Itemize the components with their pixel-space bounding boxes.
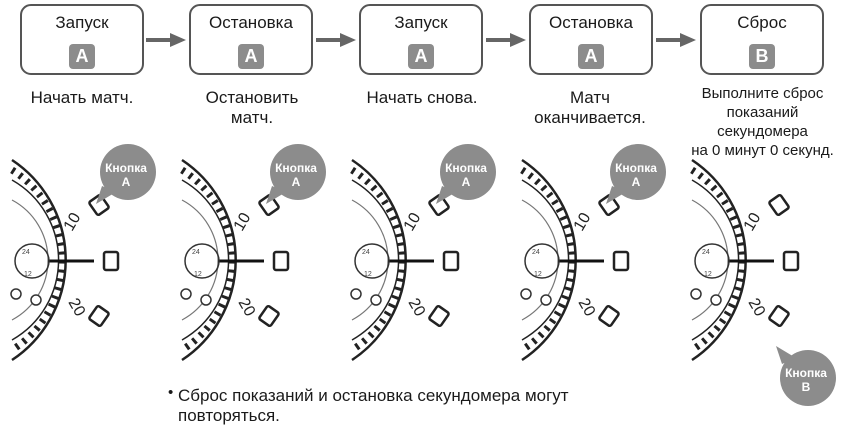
step-start-2: Запуск A <box>359 4 483 75</box>
button-a-key: A <box>69 44 95 69</box>
bezel-label-10: 10 <box>741 210 765 234</box>
button-a-callout: Кнопка A <box>264 142 328 206</box>
dial-label-12: 12 <box>24 271 32 278</box>
step-title: Остановка <box>209 13 293 32</box>
button-b-key: B <box>749 44 775 69</box>
bezel-label-10: 10 <box>571 210 595 234</box>
button-a-key: A <box>578 44 604 69</box>
bezel-label-20: 20 <box>745 296 769 320</box>
dial-label-24: 24 <box>192 249 200 256</box>
watch-illustration: 10 20 24 12 <box>690 158 800 362</box>
bezel-label-20: 20 <box>575 296 599 320</box>
callout-bubble-icon <box>776 346 836 406</box>
button-a-key: A <box>408 44 434 69</box>
callout-label: Кнопка A <box>615 161 657 189</box>
dial-label-12: 12 <box>704 271 712 278</box>
button-a-callout: Кнопка A <box>604 142 668 206</box>
watch-illustration: 10 20 24 12 <box>350 158 460 362</box>
dial-label-24: 24 <box>532 249 540 256</box>
step-caption: Начать снова. <box>366 88 478 107</box>
step-start-1: Запуск A <box>20 4 144 75</box>
step-title: Остановка <box>549 13 633 32</box>
dial-label-24: 24 <box>362 249 370 256</box>
step-caption: Остановить матч. <box>205 88 299 127</box>
bullet-icon: • <box>168 384 174 401</box>
dial-label-24: 24 <box>702 249 710 256</box>
dial-label-24: 24 <box>22 249 30 256</box>
callout-bubble-icon <box>606 144 666 204</box>
bezel-label-20: 20 <box>65 296 89 320</box>
bezel-label-10: 10 <box>231 210 255 234</box>
button-a-callout: Кнопка A <box>434 142 498 206</box>
callout-label: Кнопка A <box>105 161 147 189</box>
button-b-callout: Кнопка B <box>774 344 838 408</box>
watch-illustration: 10 20 24 12 <box>180 158 290 362</box>
bezel-label-20: 20 <box>405 296 429 320</box>
step-title: Запуск <box>394 13 448 32</box>
step-caption: Начать матч. <box>30 88 134 107</box>
arrow-right-icon <box>146 33 186 47</box>
step-stop-2: Остановка A <box>529 4 653 75</box>
step-stop-1: Остановка A <box>189 4 313 75</box>
callout-label: Кнопка A <box>445 161 487 189</box>
callout-bubble-icon <box>436 144 496 204</box>
step-reset: Сброс B <box>700 4 824 75</box>
arrow-right-icon <box>316 33 356 47</box>
callout-bubble-icon <box>266 144 326 204</box>
step-title: Сброс <box>737 13 787 32</box>
step-title: Запуск <box>55 13 109 32</box>
button-a-key: A <box>238 44 264 69</box>
dial-label-12: 12 <box>194 271 202 278</box>
arrow-right-icon <box>486 33 526 47</box>
watch-illustration: 10 20 24 12 <box>520 158 630 362</box>
bezel-label-20: 20 <box>235 296 259 320</box>
callout-label: Кнопка A <box>275 161 317 189</box>
dial-label-12: 12 <box>364 271 372 278</box>
footnote: • Сброс показаний и остановка секундомер… <box>168 384 569 426</box>
step-caption: Матч оканчивается. <box>534 88 646 127</box>
button-a-callout: Кнопка A <box>94 142 158 206</box>
bezel-label-10: 10 <box>401 210 425 234</box>
step-caption: Выполните сброс показаний секундомера на… <box>691 85 834 159</box>
footnote-line: Сброс показаний и остановка секундомера … <box>178 386 569 405</box>
footnote-line: повторяться. <box>178 406 280 425</box>
arrow-right-icon <box>656 33 696 47</box>
dial-label-12: 12 <box>534 271 542 278</box>
callout-bubble-icon <box>96 144 156 204</box>
callout-label: Кнопка B <box>785 366 827 394</box>
watch-illustration: 10 20 24 12 <box>10 158 120 362</box>
bezel-label-10: 10 <box>61 210 85 234</box>
